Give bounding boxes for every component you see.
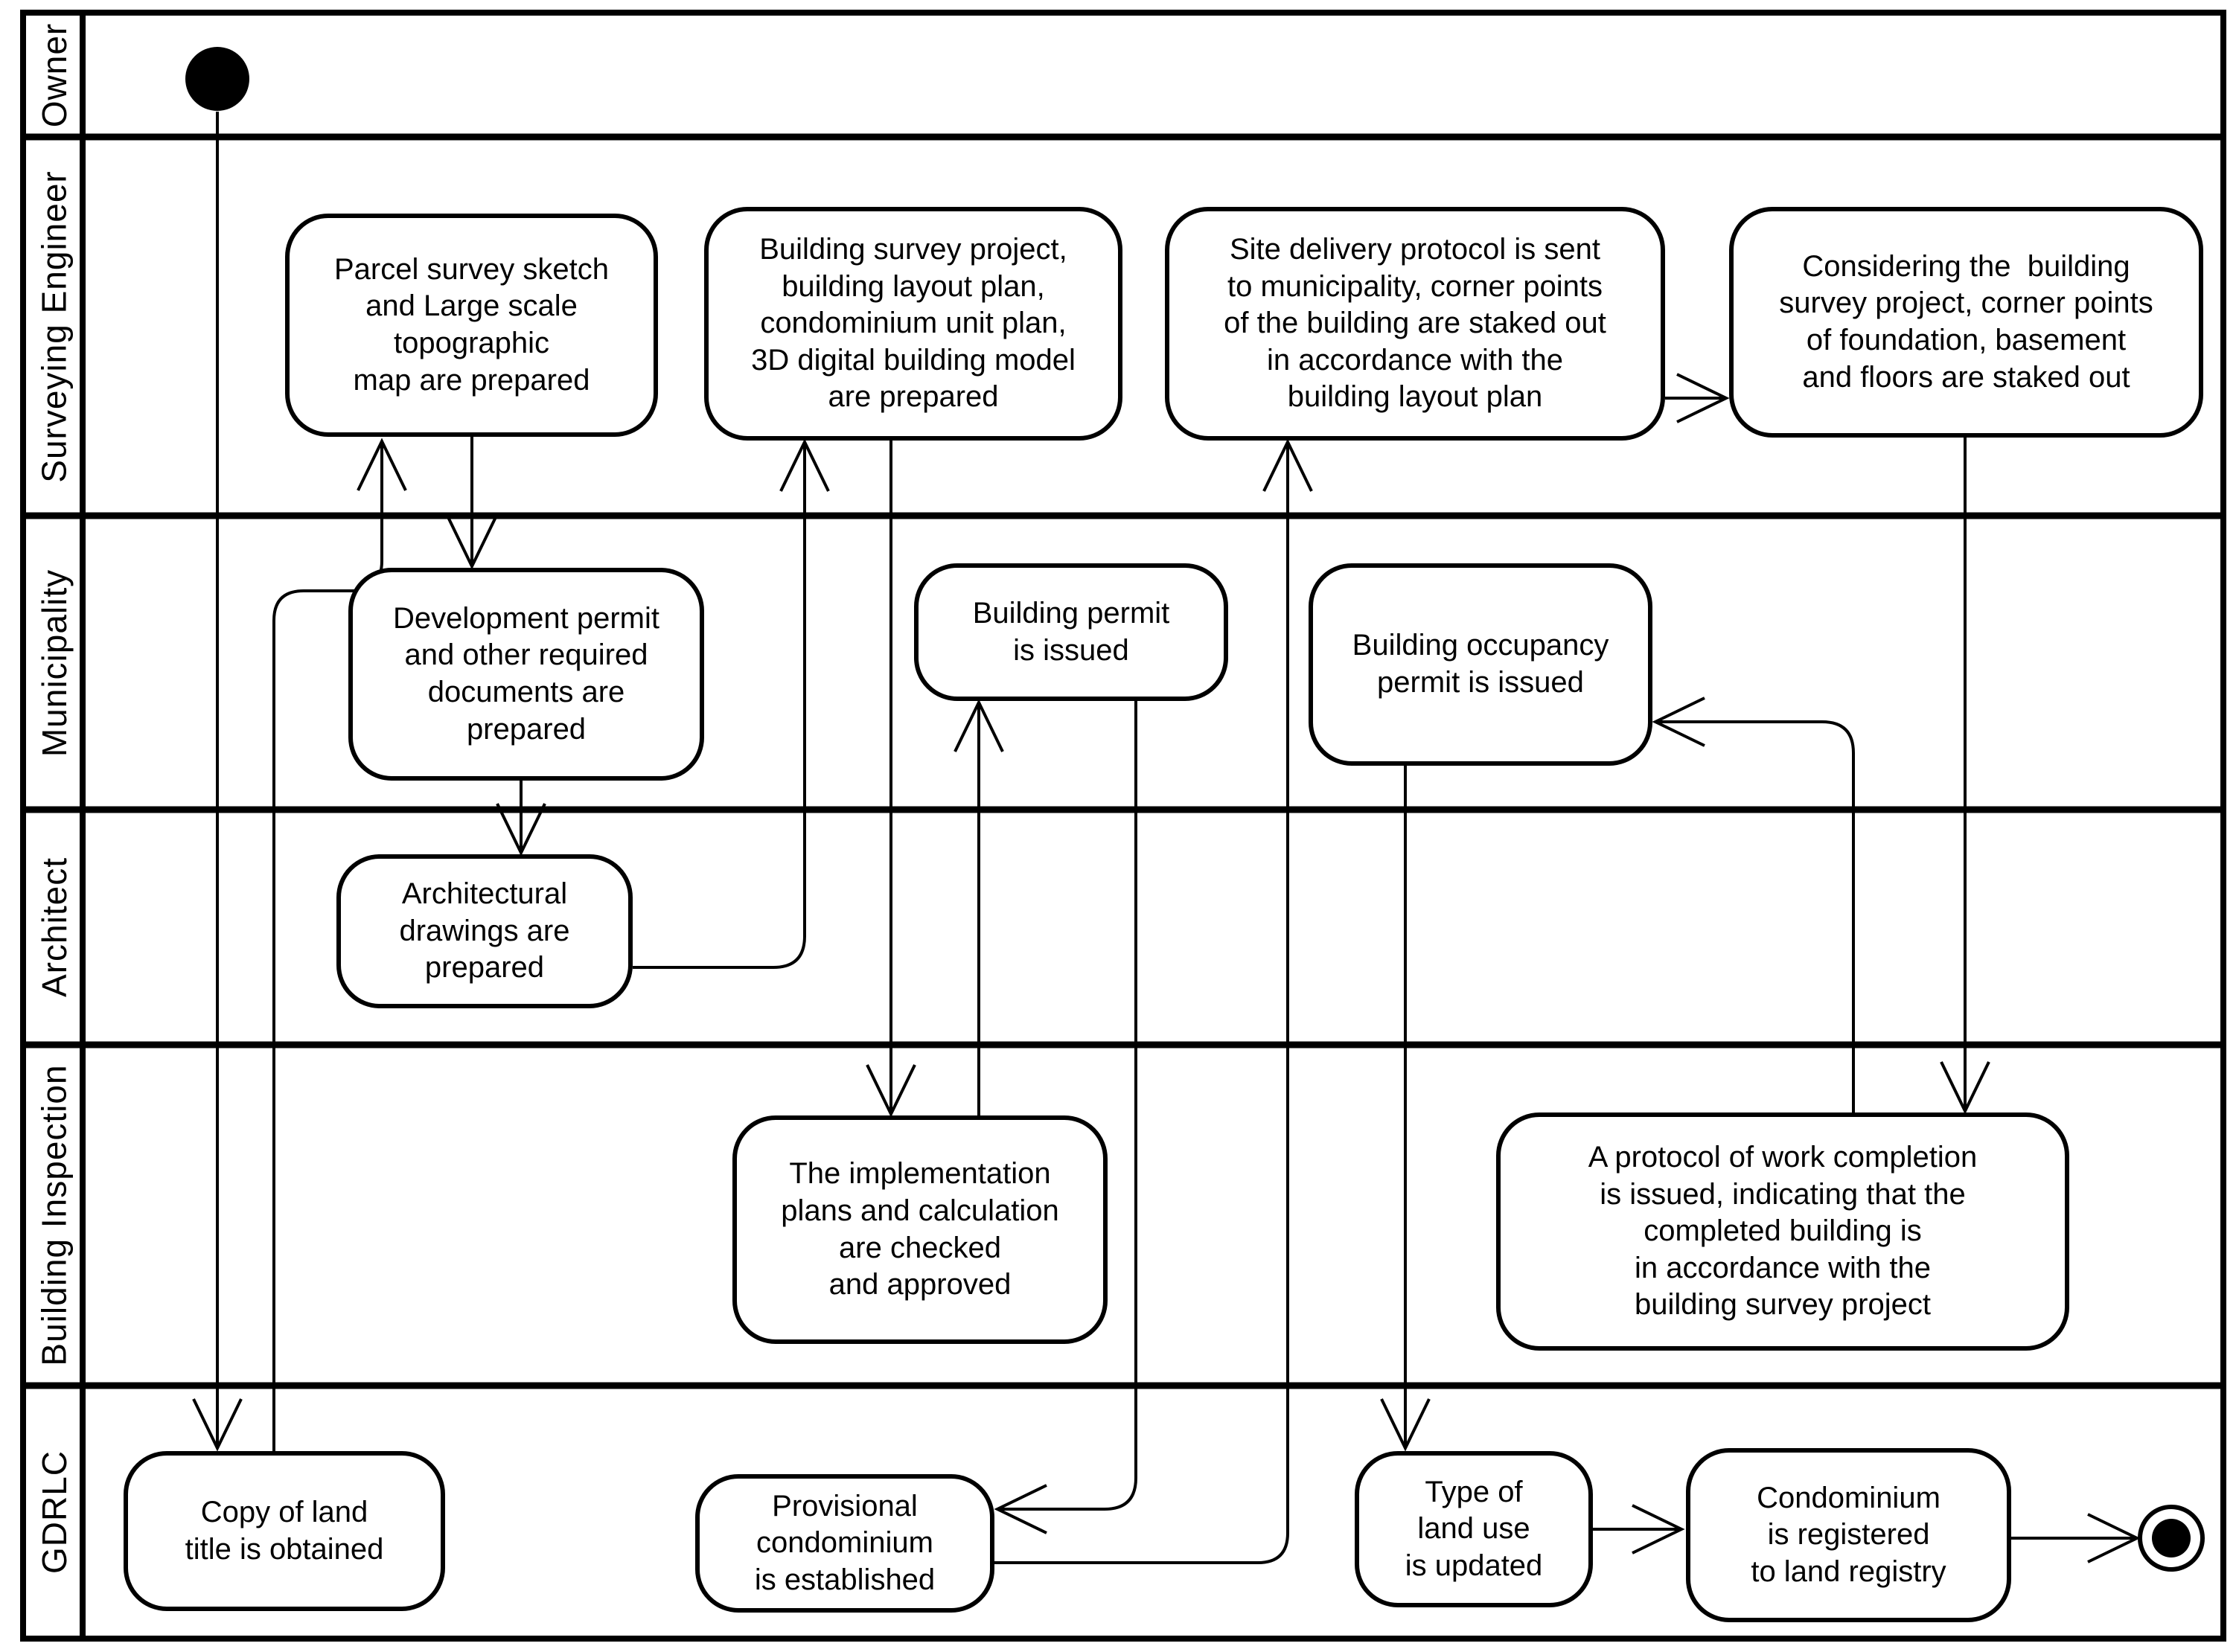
activity-node-occupancy: Building occupancy permit is issued: [1309, 563, 1652, 766]
arrowhead-icon: [1676, 373, 1730, 423]
arrowhead-icon: [2087, 1513, 2141, 1563]
lane-label: Surveying Engineer: [35, 170, 74, 483]
lane-gdrlc: GDRLC: [26, 1386, 83, 1639]
lane-label: Municipality: [35, 569, 74, 757]
edge-parcel-to-devpermit: [447, 437, 497, 570]
activity-node-copy: Copy of land title is obtained: [124, 1451, 445, 1611]
edge-bsp-to-impl: [866, 441, 916, 1118]
edge-bpermit-to-provisional: [994, 701, 1137, 1534]
arrowhead-icon: [1940, 1061, 1990, 1115]
activity-node-bpermit: Building permit is issued: [914, 563, 1228, 701]
final-node: [2138, 1505, 2205, 1572]
activity-node-impl: The implementation plans and calculation…: [732, 1115, 1108, 1344]
arrowhead-icon: [1652, 697, 1705, 747]
lane-architect: Architect: [26, 810, 83, 1045]
lane-label: GDRLC: [35, 1450, 74, 1575]
lane-surveying: Surveying Engineer: [26, 137, 83, 516]
arrowhead-icon: [994, 1484, 1047, 1534]
edge-occupancy-to-landuse: [1380, 766, 1431, 1452]
arrowhead-icon: [192, 1398, 243, 1452]
arrowhead-icon: [447, 516, 497, 570]
lane-municipality: Municipality: [26, 516, 83, 810]
lane-label: Owner: [35, 22, 74, 127]
lane-inspection: Building Inspection: [26, 1045, 83, 1386]
initial-node: [185, 47, 249, 111]
activity-node-condoreg: Condominium is registered to land regist…: [1686, 1448, 2011, 1622]
arrowhead-icon: [357, 438, 407, 491]
activity-node-devpermit: Development permit and other required do…: [348, 568, 704, 781]
edge-considering-to-protocol: [1940, 438, 1990, 1115]
edge-provisional-to-sitedelivery: [994, 438, 1313, 1564]
edge-impl-to-bpermit: [954, 699, 1004, 1115]
activity-node-protocol: A protocol of work completion is issued,…: [1496, 1112, 2069, 1351]
edge-sitedelivery-to-considering: [1665, 373, 1730, 423]
activity-node-considering: Considering the building survey project,…: [1729, 207, 2203, 438]
arrowhead-icon: [779, 438, 830, 492]
arrowhead-icon: [1632, 1504, 1685, 1555]
lane-label: Architect: [35, 857, 74, 997]
edge-archdraw-to-bsp: [633, 438, 830, 969]
edge-start-to-copy: [192, 112, 243, 1452]
edge-devpermit-to-archdraw: [496, 781, 546, 857]
arrowhead-icon: [866, 1064, 916, 1118]
activity-node-landuse: Type of land use is updated: [1355, 1451, 1593, 1607]
lane-label: Building Inspection: [35, 1064, 74, 1366]
arrowhead-icon: [496, 803, 546, 857]
arrowhead-icon: [1262, 438, 1313, 492]
activity-node-archdraw: Architectural drawings are prepared: [336, 854, 633, 1008]
activity-node-parcel: Parcel survey sketch and Large scale top…: [285, 214, 658, 437]
edge-landuse-to-condoreg: [1593, 1504, 1685, 1555]
activity-node-sitedelivery: Site delivery protocol is sent to munici…: [1165, 207, 1665, 441]
edge-condoreg-to-end: [2011, 1513, 2141, 1563]
lane-owner: Owner: [26, 13, 83, 137]
arrowhead-icon: [1380, 1398, 1431, 1452]
diagram-border: [20, 10, 2226, 1642]
edge-protocol-to-occupancy: [1652, 697, 1855, 1112]
arrowhead-icon: [954, 699, 1004, 752]
activity-node-bsp: Building survey project, building layout…: [704, 207, 1122, 441]
activity-node-provisional: Provisional condominium is established: [695, 1474, 994, 1613]
